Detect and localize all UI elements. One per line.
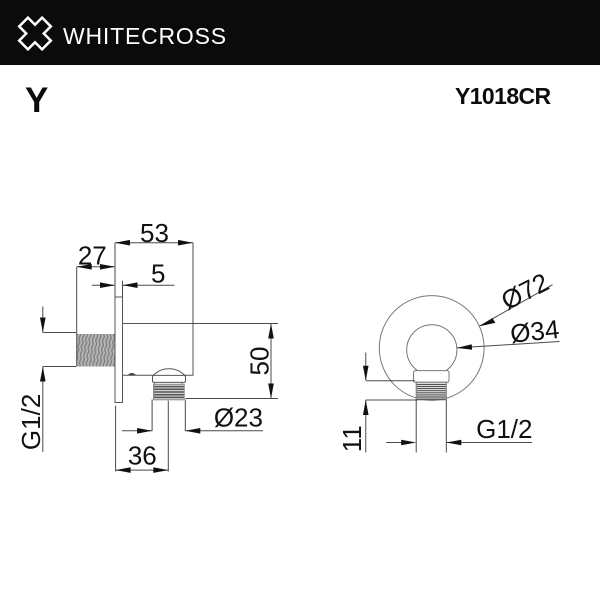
svg-text:G1/2: G1/2 bbox=[476, 414, 532, 444]
svg-text:53: 53 bbox=[140, 218, 169, 248]
svg-text:Ø23: Ø23 bbox=[214, 403, 263, 433]
svg-text:Ø72: Ø72 bbox=[496, 267, 553, 316]
svg-text:Ø34: Ø34 bbox=[509, 314, 561, 349]
svg-text:5: 5 bbox=[151, 258, 165, 288]
svg-text:27: 27 bbox=[78, 240, 107, 270]
svg-text:11: 11 bbox=[337, 425, 367, 452]
svg-text:G1/2: G1/2 bbox=[16, 394, 46, 450]
svg-text:36: 36 bbox=[128, 440, 157, 470]
svg-text:50: 50 bbox=[245, 347, 275, 376]
